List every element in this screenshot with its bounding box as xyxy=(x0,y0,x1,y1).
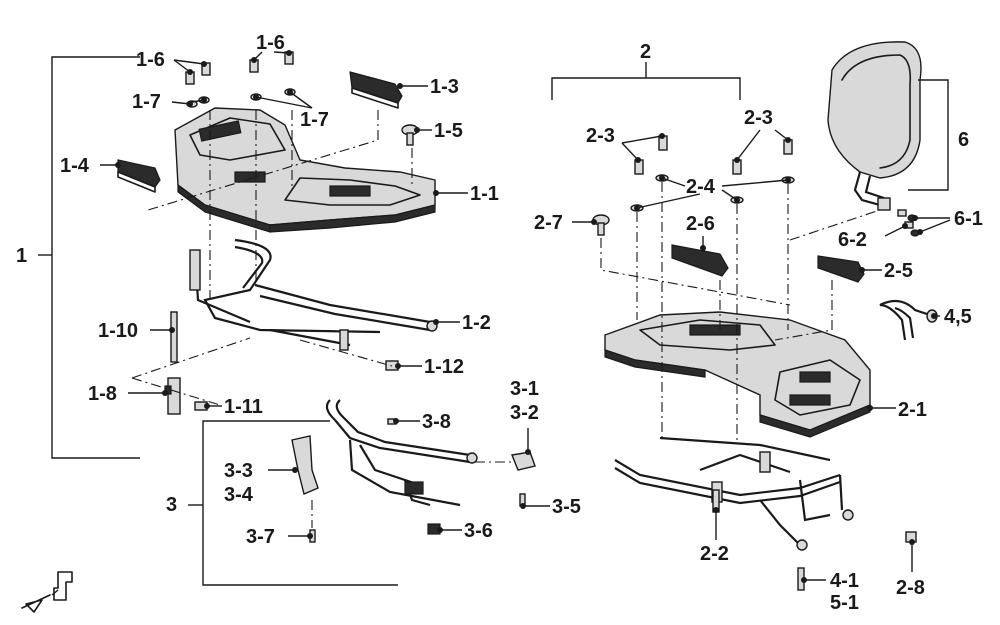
callout-1-6-right: 1-6 xyxy=(256,32,285,54)
assembly-3-front-guard xyxy=(188,399,536,586)
callout-1-1: 1-1 xyxy=(470,183,499,205)
part-2-5-pad xyxy=(817,255,865,283)
assembly-2-rear-rack xyxy=(551,62,917,591)
callout-6-2: 6-2 xyxy=(838,229,867,251)
callout-1-7-right: 1-7 xyxy=(300,109,329,131)
callout-2-7: 2-7 xyxy=(534,212,563,234)
callout-1-7-left: 1-7 xyxy=(132,91,161,113)
part-3-1-end-cap xyxy=(511,451,536,471)
callout-4-1: 4-1 xyxy=(830,570,859,592)
bracket-1 xyxy=(51,56,140,459)
callout-1: 1 xyxy=(16,245,27,267)
bolts-2-3-washers-2-4 xyxy=(630,135,795,212)
callout-2: 2 xyxy=(640,41,651,63)
callout-2-5: 2-5 xyxy=(884,260,913,282)
callout-5-1: 5-1 xyxy=(830,592,859,614)
callout-3-3: 3-3 xyxy=(224,460,253,482)
callout-1-4: 1-4 xyxy=(60,155,90,177)
bracket-3 xyxy=(202,420,398,586)
callout-2-8: 2-8 xyxy=(896,577,925,599)
callout-3-1: 3-1 xyxy=(510,378,539,400)
bracket-6 xyxy=(908,79,949,191)
fasteners-1-8-1-10-1-11-1-12 xyxy=(164,311,399,415)
part-2-6-pad xyxy=(671,244,729,277)
callout-2-6: 2-6 xyxy=(686,213,715,235)
callout-1-11: 1-11 xyxy=(224,396,263,418)
callout-3-5: 3-5 xyxy=(552,496,581,518)
callout-1-10: 1-10 xyxy=(98,320,138,342)
part-4-5-hose xyxy=(879,299,938,341)
callout-1-6-left: 1-6 xyxy=(136,49,165,71)
leader-lines xyxy=(100,50,951,583)
callout-2-1: 2-1 xyxy=(898,399,927,421)
part-3-guard-frame xyxy=(325,399,478,507)
callout-6: 6 xyxy=(958,129,969,151)
bracket-2 xyxy=(551,77,741,100)
callout-3: 3 xyxy=(166,494,177,516)
part-2-rear-frame xyxy=(614,436,854,551)
part-1-4-pad xyxy=(117,159,161,193)
callout-3-8: 3-8 xyxy=(422,411,451,433)
callout-4-5: 4,5 xyxy=(944,306,972,328)
callout-3-2: 3-2 xyxy=(510,402,539,424)
callout-3-4: 3-4 xyxy=(224,484,254,506)
part-1-1-front-rack-body xyxy=(174,107,436,233)
callout-2-2: 2-2 xyxy=(700,543,729,565)
callout-6-1: 6-1 xyxy=(954,208,983,230)
callout-1-8: 1-8 xyxy=(88,383,117,405)
callout-1-2: 1-2 xyxy=(462,312,491,334)
assembly-1-front-rack xyxy=(38,51,438,459)
callout-2-3-left: 2-3 xyxy=(586,125,615,147)
part-1-5-knob xyxy=(401,124,419,146)
callout-labels: 1 1-1 1-2 1-3 1-4 1-5 1-6 1-6 1-7 1-7 1-… xyxy=(16,32,983,614)
callout-2-3-right: 2-3 xyxy=(744,107,773,129)
callout-1-3: 1-3 xyxy=(430,76,459,98)
part-1-2-front-frame xyxy=(189,238,438,351)
front-direction-icon xyxy=(21,571,73,613)
assembly-6-backrest xyxy=(827,41,949,237)
callout-3-6: 3-6 xyxy=(464,520,493,542)
part-3-3-cover xyxy=(291,435,319,495)
part-2-7-knob xyxy=(592,214,610,236)
callout-2-4: 2-4 xyxy=(686,176,716,198)
callout-1-5: 1-5 xyxy=(434,120,463,142)
callout-1-12: 1-12 xyxy=(424,356,464,378)
part-1-3-pad xyxy=(349,71,403,109)
callout-3-7: 3-7 xyxy=(246,526,275,548)
